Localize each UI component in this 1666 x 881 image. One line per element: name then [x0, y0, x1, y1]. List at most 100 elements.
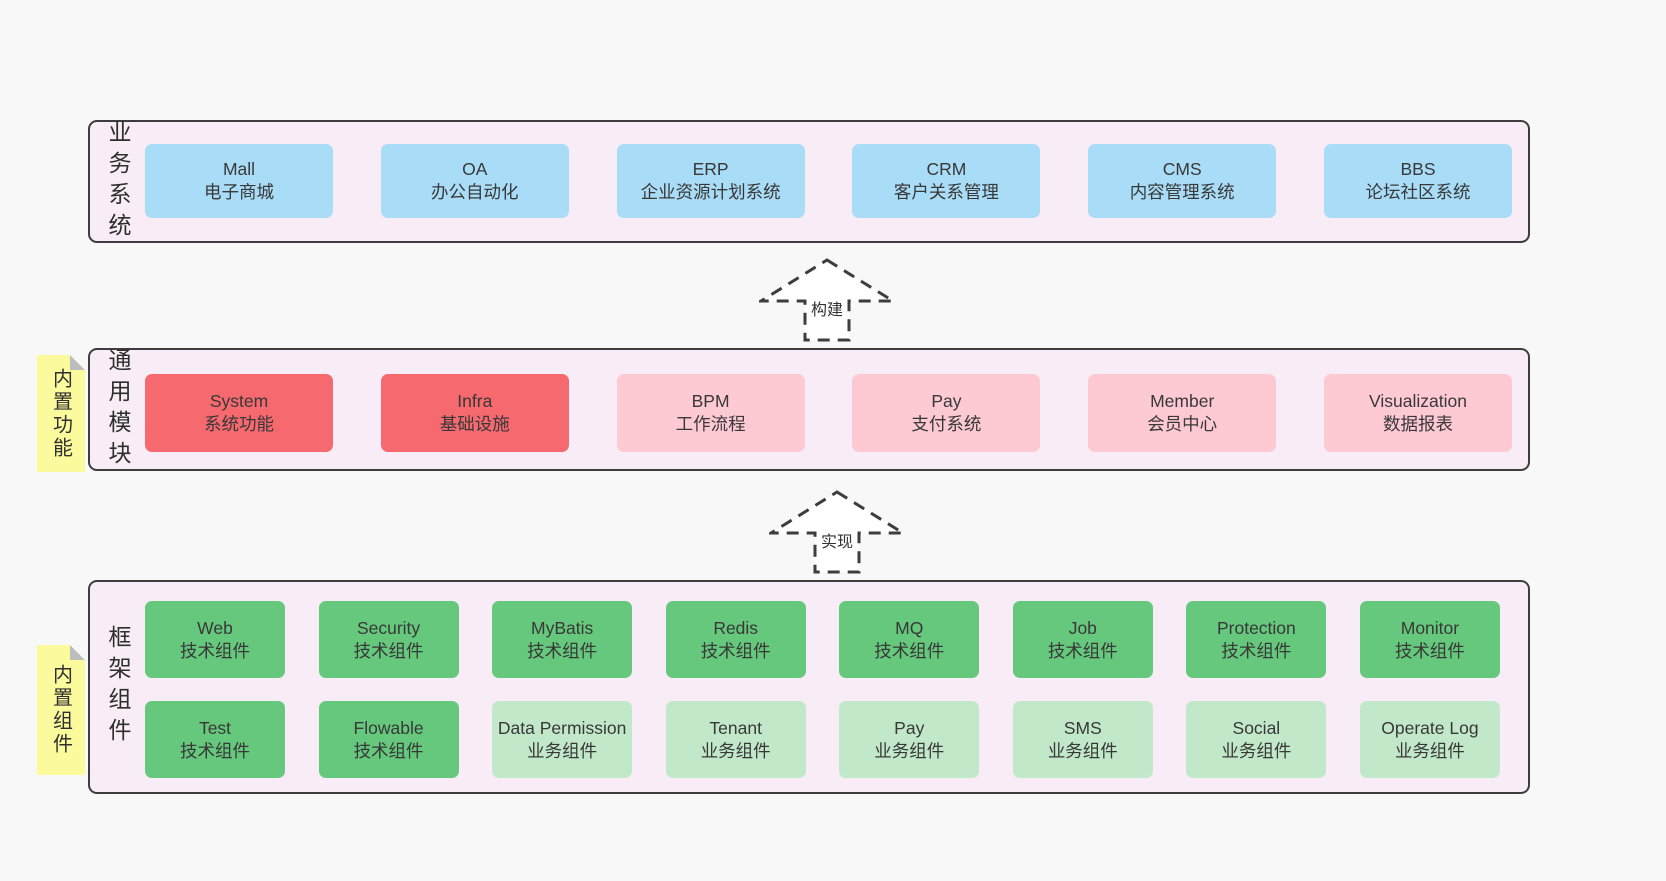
box-title: Operate Log: [1381, 717, 1479, 738]
section-label-framework-components: 框架组件: [105, 625, 131, 749]
box-subtitle: 内容管理系统: [1129, 182, 1235, 202]
box-title: Infra: [457, 391, 493, 411]
box-title: Web: [197, 617, 233, 638]
box-title: CMS: [1162, 159, 1202, 179]
box-title: Pay: [894, 717, 925, 738]
box-subtitle: 基础设施: [439, 414, 510, 434]
box-title: Member: [1150, 391, 1215, 411]
box-title: ERP: [692, 159, 729, 179]
box-subtitle: 技术组件: [874, 640, 945, 661]
box-title: SMS: [1063, 717, 1102, 738]
box-title: Tenant: [709, 717, 762, 738]
box-title: MyBatis: [531, 617, 594, 638]
module-box-bpm: BPM 工作流程: [616, 374, 805, 452]
box-title: Monitor: [1400, 617, 1460, 638]
box-subtitle: 技术组件: [180, 740, 250, 761]
box-title: BPM: [691, 391, 730, 411]
box-title: Data Permission: [497, 717, 627, 738]
box-title: Security: [356, 617, 421, 638]
box-subtitle: 数据报表: [1382, 414, 1453, 434]
module-box-crm: CRM 客户关系管理: [852, 144, 1041, 218]
box-subtitle: 电子商城: [204, 182, 274, 202]
module-box-visualization: Visualization 数据报表: [1323, 374, 1512, 452]
sticky-note-builtin-features-label: 内置功能: [49, 367, 72, 460]
box-title: System: [209, 391, 269, 411]
box-title: MQ: [895, 617, 924, 638]
box-title: CRM: [926, 159, 967, 179]
box-subtitle: 论坛社区系统: [1365, 182, 1471, 202]
section-label-business-systems: 业务系统: [105, 119, 131, 244]
module-box-member: Member 会员中心: [1088, 374, 1277, 452]
arrow-build-label: 构建: [807, 296, 847, 320]
box-subtitle: 技术组件: [527, 640, 598, 661]
box-subtitle: 业务组件: [700, 740, 771, 761]
box-title: Protection: [1216, 617, 1296, 638]
box-subtitle: 技术组件: [1221, 640, 1292, 661]
arrow-implement-label: 实现: [817, 528, 857, 552]
box-subtitle: 业务组件: [1394, 740, 1465, 761]
box-subtitle: 技术组件: [353, 740, 424, 761]
box-subtitle: 技术组件: [700, 640, 771, 661]
box-subtitle: 技术组件: [1047, 640, 1118, 661]
box-title: Mall: [222, 159, 256, 179]
module-box-infra: Infra 基础设施: [380, 374, 569, 452]
box-subtitle: 业务组件: [527, 740, 598, 761]
module-box-cms: CMS 内容管理系统: [1088, 144, 1277, 218]
module-box-mall: Mall 电子商城: [145, 144, 333, 218]
sticky-note-builtin-components: 内置组件: [37, 645, 85, 775]
box-title: Redis: [713, 617, 759, 638]
box-title: Job: [1068, 617, 1097, 638]
box-title: Flowable: [353, 717, 424, 738]
box-subtitle: 业务组件: [1047, 740, 1118, 761]
sticky-note-builtin-features: 内置功能: [37, 355, 85, 472]
box-title: BBS: [1400, 159, 1436, 179]
box-subtitle: 会员中心: [1147, 414, 1218, 434]
box-subtitle: 客户关系管理: [893, 182, 999, 202]
box-subtitle: 办公自动化: [431, 182, 519, 202]
box-title: Pay: [931, 391, 962, 411]
module-box-system: System 系统功能: [145, 374, 333, 452]
box-subtitle: 系统功能: [204, 414, 274, 434]
arrow-implement: 实现: [769, 489, 905, 575]
box-title: Social: [1232, 717, 1281, 738]
module-box-oa: OA 办公自动化: [380, 144, 569, 218]
box-subtitle: 业务组件: [874, 740, 945, 761]
box-subtitle: 技术组件: [180, 640, 250, 661]
box-title: Test: [198, 717, 232, 738]
box-subtitle: 技术组件: [353, 640, 424, 661]
module-box-bbs: BBS 论坛社区系统: [1323, 144, 1512, 218]
box-title: OA: [462, 159, 488, 179]
arrow-build: 构建: [759, 257, 895, 343]
box-subtitle: 工作流程: [675, 414, 746, 434]
sticky-note-builtin-components-label: 内置组件: [49, 664, 72, 756]
box-subtitle: 业务组件: [1221, 740, 1292, 761]
box-subtitle: 技术组件: [1394, 640, 1465, 661]
box-title: Visualization: [1369, 391, 1467, 411]
section-label-common-modules: 通用模块: [105, 347, 131, 472]
